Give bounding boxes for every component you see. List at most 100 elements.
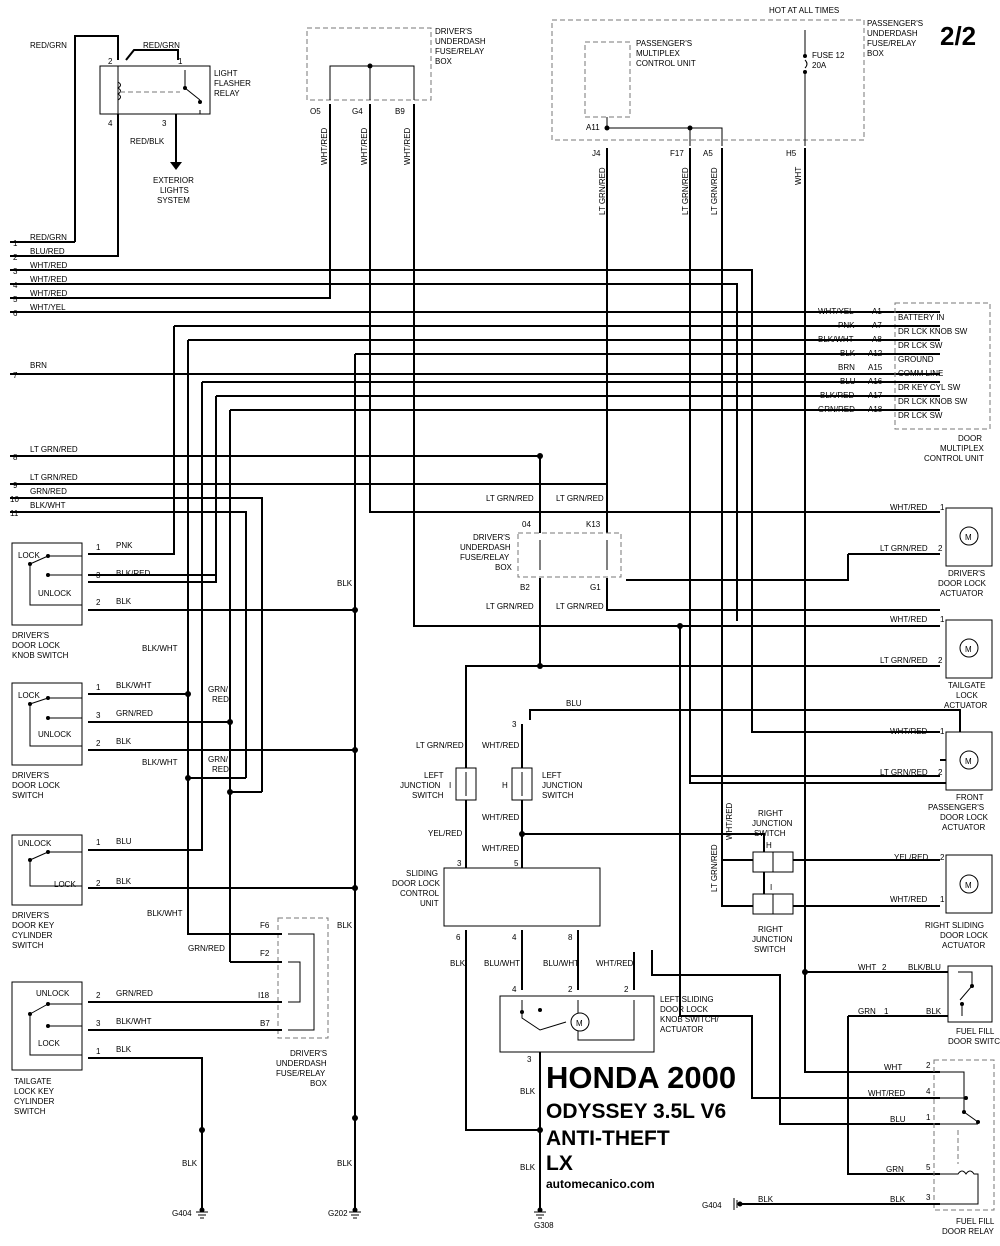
scu-bluwht: BLU/WHT: [484, 959, 520, 968]
pass-mcu-name-3: CONTROL UNIT: [636, 59, 696, 68]
mcu-a15-pin: A15: [868, 363, 883, 372]
ksa-name-1: LEFT SLIDING: [660, 995, 714, 1004]
passenger-box: HOT AT ALL TIMES 2/2 PASSENGER'S UNDERDA…: [551, 6, 976, 215]
mcu-a12-color: BLK: [840, 349, 856, 358]
exterior-label-3: SYSTEM: [157, 196, 190, 205]
ljs-blu: BLU: [566, 699, 582, 708]
left-sliding-knob-switch-actuator: M 4 2 2 3 LEFT SLIDING DOOR LOCK KNOB SW…: [499, 985, 719, 1230]
g202-label: G202: [328, 1209, 348, 1218]
pin-o5: O5: [310, 107, 321, 116]
knob-name-2: DOOR LOCK: [12, 641, 61, 650]
ljs-name-2: JUNCTION: [400, 781, 441, 790]
underdash-top-name-1: DRIVER'S: [435, 27, 472, 36]
knob-name-1: DRIVER'S: [12, 631, 49, 640]
ffr-pin-1: 1: [926, 1113, 931, 1122]
scu-whtred: WHT/RED: [596, 959, 634, 968]
act3-p2: 2: [938, 768, 943, 777]
pass-box-name-1: PASSENGER'S: [867, 19, 923, 28]
title-system: ANTI-THEFT: [546, 1127, 670, 1150]
left-harness: 1 RED/GRN 2 BLU/RED 3 WHT/RED 4 WHT/RED …: [10, 104, 940, 792]
harness-11-color: BLK/WHT: [30, 501, 66, 510]
mcu-a12-label: GROUND: [898, 355, 934, 364]
act2-p2: 2: [938, 656, 943, 665]
pin-h5: H5: [786, 149, 797, 158]
door-wire-2: BLK: [116, 737, 132, 746]
underdash-box-mid: LT GRN/RED LT GRN/RED LT GRN/RED LT GRN/…: [460, 456, 940, 666]
title-site: automecanico.com: [546, 1177, 655, 1191]
mid-grnred-2a: GRN/: [208, 755, 229, 764]
ksa-blk-2: BLK: [520, 1163, 536, 1172]
harness-1-color: RED/GRN: [30, 233, 67, 242]
scu-name-4: UNIT: [420, 899, 439, 908]
key-name-4: SWITCH: [12, 941, 44, 950]
scu-pin-4: 4: [512, 933, 517, 942]
relay-pin-1: 1: [178, 57, 183, 66]
title-block: HONDA 2000 ODYSSEY 3.5L V6 ANTI-THEFT LX…: [546, 1060, 736, 1191]
pin-i18: I18: [258, 991, 270, 1000]
motor-m-1: M: [576, 1019, 583, 1028]
key-lock: LOCK: [54, 880, 76, 889]
hot-at-all-times: HOT AT ALL TIMES: [769, 6, 839, 15]
ljs-whtred-2: WHT/RED: [482, 813, 520, 822]
door-wire-3: GRN/RED: [116, 709, 153, 718]
ljs-whtred: WHT/RED: [482, 741, 520, 750]
low-blkwht: BLK/WHT: [147, 909, 183, 918]
tailgate-lock-key-cylinder-switch: UNLOCK LOCK 2 3 1 GRN/RED BLK/WHT BLK TA…: [11, 981, 282, 1210]
harness-10-color: GRN/RED: [30, 487, 67, 496]
scu-name-3: CONTROL: [400, 889, 440, 898]
ljs-pin-i: I: [449, 781, 451, 790]
mid-ltgrn-2: LT GRN/RED: [556, 494, 604, 503]
underdash-mid-name-1: DRIVER'S: [473, 533, 510, 542]
mcu-a1-pin: A1: [872, 307, 882, 316]
ljs-ltgrn: LT GRN/RED: [416, 741, 464, 750]
underdash-top-name-3: FUSE/RELAY: [435, 47, 485, 56]
motor-m-2: M: [965, 533, 972, 542]
relay-pin-3: 3: [162, 119, 167, 128]
door-name-2: DOOR LOCK: [12, 781, 61, 790]
door-pin-2: 2: [96, 739, 101, 748]
pin-f17: F17: [670, 149, 684, 158]
key-name-3: CYLINDER: [12, 931, 53, 940]
ksa-pin-3: 3: [527, 1055, 532, 1064]
underdash-box-top: DRIVER'S UNDERDASH FUSE/RELAY BOX O5 G4 …: [306, 27, 486, 165]
fuel-fill-door-switch: WHT 2 BLK/BLU GRN 1 BLK FUEL FILL DOOR S…: [802, 963, 1000, 1175]
act3-name-3: DOOR LOCK: [940, 813, 989, 822]
pass-box-name-4: BOX: [867, 49, 885, 58]
relay-pin-4: 4: [108, 119, 113, 128]
scu-name-1: SLIDING: [406, 869, 438, 878]
right-sliding-door-lock-actuator: M YEL/RED 2 WHT/RED 1 RIGHT SLIDING DOOR…: [890, 853, 993, 950]
ffr-wire-wht: WHT: [884, 1063, 902, 1072]
rjs-pin-h: H: [766, 841, 772, 850]
ljs2-name-1: LEFT: [542, 771, 562, 780]
harness-5-color: WHT/RED: [30, 289, 68, 298]
door-multiplex-unit: WHT/YEL A1 BATTERY IN PNK A7 DR LCK KNOB…: [88, 302, 991, 1118]
ffs-wire-grn: GRN: [858, 1007, 876, 1016]
ljs-name-1: LEFT: [424, 771, 444, 780]
ffr-pin-4: 4: [926, 1087, 931, 1096]
ffs-name-2: DOOR SWITCH: [948, 1037, 1000, 1046]
rjs-name-3: SWITCH: [754, 829, 786, 838]
act2-w1: WHT/RED: [890, 615, 928, 624]
ffr-name-2: DOOR RELAY: [942, 1227, 995, 1236]
ksa-pin-4: 4: [512, 985, 517, 994]
ffr-pin-2: 2: [926, 1061, 931, 1070]
ffr-pin-3: 3: [926, 1193, 931, 1202]
mcu-a18-label: DR LCK SW: [898, 411, 943, 420]
ksa-pin-2a: 2: [568, 985, 573, 994]
act4-name-2: DOOR LOCK: [940, 931, 989, 940]
act1-p2: 2: [938, 544, 943, 553]
harness-4-num: 4: [13, 281, 18, 290]
mcu-a1-color: WHT/YEL: [818, 307, 854, 316]
ksa-name-4: ACTUATOR: [660, 1025, 703, 1034]
act4-p1: 2: [940, 853, 945, 862]
ffs-wire-blkblu: BLK/BLU: [908, 963, 941, 972]
pass-box-name-2: UNDERDASH: [867, 29, 918, 38]
act1-name-1: DRIVER'S: [948, 569, 985, 578]
tail-wire-1: BLK: [116, 1045, 132, 1054]
scu-pin-6: 6: [456, 933, 461, 942]
sliding-door-lock-control-unit: 3 5 6 4 8 SLIDING DOOR LOCK CONTROL UNIT…: [392, 859, 635, 1131]
harness-10-num: 10: [10, 495, 19, 504]
door-mcu-name-1: DOOR: [958, 434, 982, 443]
mcu-a16-label: DR KEY CYL SW: [898, 383, 961, 392]
